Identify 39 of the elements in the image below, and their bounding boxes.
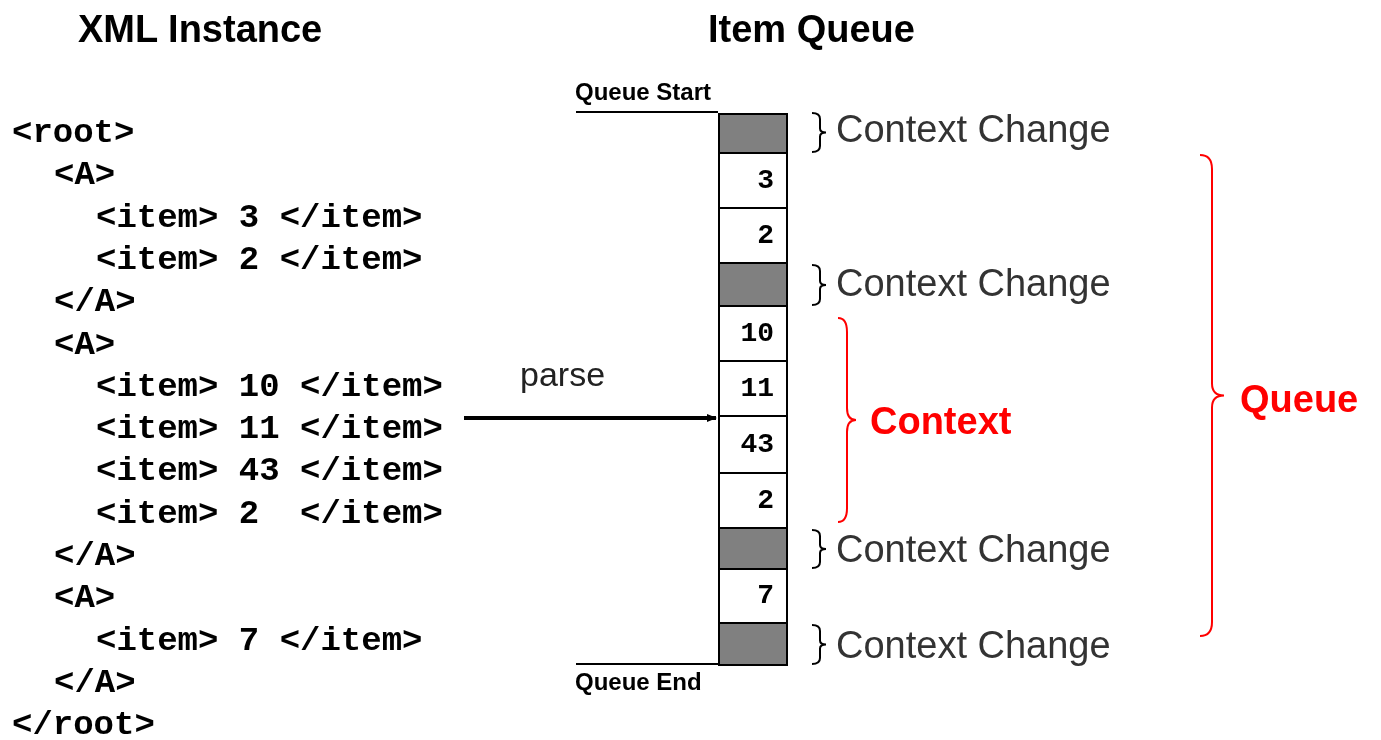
queue-item-cell: 11 (718, 360, 788, 417)
annotation: Context Change (836, 624, 1111, 667)
code-line: </root> (12, 706, 155, 740)
code-line: <item> 2 </item> (96, 494, 443, 533)
arrow (464, 414, 717, 422)
code-line: <item> 3 </item> (96, 198, 423, 237)
separator-cell (718, 527, 788, 570)
code-line: </A> (54, 283, 136, 322)
annotation: Context Change (836, 528, 1111, 571)
edge-label: parse (520, 355, 606, 394)
queue-start-label: Queue Start (575, 78, 712, 106)
annotation: Queue (1240, 378, 1359, 421)
queue-item-cell: 43 (718, 415, 788, 474)
annotation: Context Change (836, 262, 1111, 305)
section-heading: XML Instance (78, 8, 323, 51)
separator-cell (718, 262, 788, 307)
queue-item-cell: 2 (718, 472, 788, 529)
annotation: Context (870, 400, 1012, 443)
code-line: <item> 7 </item> (96, 621, 423, 660)
queue-end-label: Queue End (575, 668, 702, 696)
code-line: <A> (54, 579, 116, 618)
code-line: <item> 43 </item> (96, 452, 443, 491)
code-line: <A> (54, 325, 116, 364)
code-line: <A> (54, 156, 116, 195)
code-line: <root> (12, 114, 135, 152)
code-line: </A> (54, 537, 136, 575)
separator-cell (718, 113, 788, 155)
code-line: </A> (54, 663, 136, 702)
code-line: <item> 10 </item> (96, 367, 443, 406)
separator-cell (718, 622, 788, 666)
queue-item-cell: 3 (718, 152, 788, 209)
queue-item-cell: 2 (718, 207, 788, 264)
queue-column (718, 113, 788, 664)
queue-item-cell: 10 (718, 305, 788, 362)
code-line: <item> 11 </item> (96, 410, 443, 449)
annotation: Context Change (836, 108, 1111, 151)
queue-item-cell: 7 (718, 568, 788, 624)
code-line: <item> 2 </item> (96, 240, 423, 279)
section-heading: Item Queue (708, 8, 915, 51)
